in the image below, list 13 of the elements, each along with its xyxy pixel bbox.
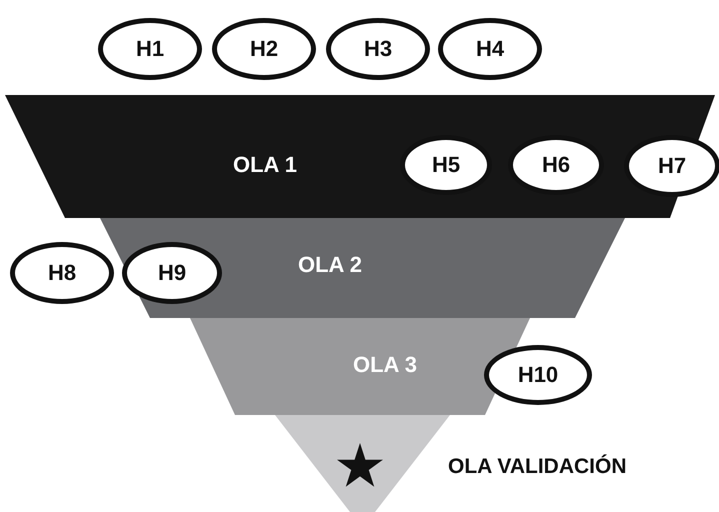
oval-badge: H4 (438, 18, 542, 80)
oval-badge: H10 (484, 345, 592, 405)
band-label: OLA 1 (233, 152, 297, 178)
band-label: OLA 2 (298, 252, 362, 278)
band-label: OLA 3 (353, 352, 417, 378)
oval-badge: H1 (98, 18, 202, 80)
funnel-band (275, 415, 450, 512)
oval-badge: H3 (326, 18, 430, 80)
band-caption: OLA VALIDACIÓN (448, 455, 626, 479)
oval-badge: H8 (10, 242, 114, 304)
funnel-band (5, 95, 715, 218)
oval-badge: H2 (212, 18, 316, 80)
funnel-band (100, 218, 625, 318)
